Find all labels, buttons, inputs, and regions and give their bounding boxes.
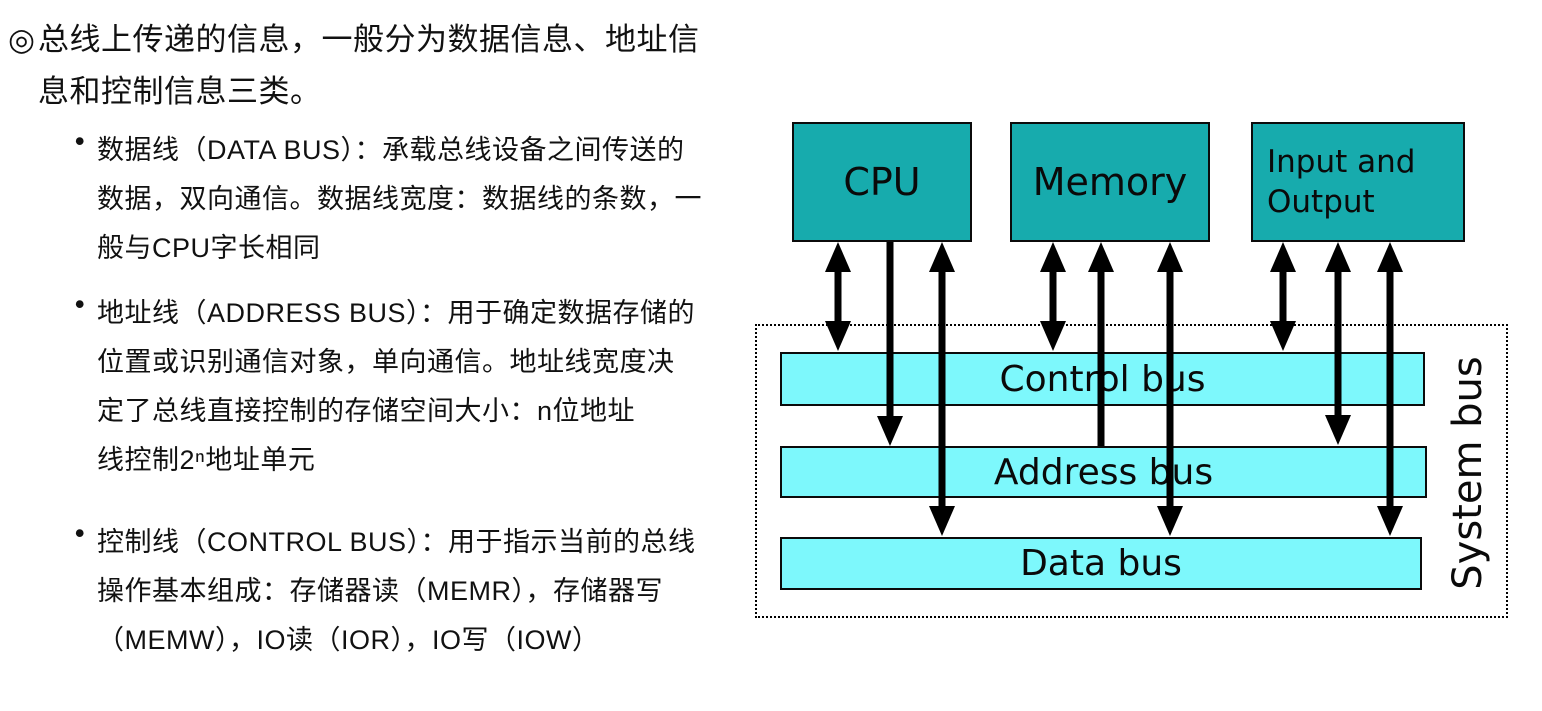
bullet-line: 地址线（ADDRESS BUS）：用于确定数据存储的 xyxy=(97,298,696,328)
address-bus-bar: Address bus xyxy=(780,446,1427,498)
bullet-data-bus: 数据线（DATA BUS）：承载总线设备之间传送的 数据，双向通信。数据线宽度：… xyxy=(97,126,757,273)
bullet-line: 操作基本组成：存储器读（MEMR），存储器写 xyxy=(97,576,663,606)
system-bus-label: System bus xyxy=(1445,356,1491,590)
bullet-line: 定了总线直接控制的存储空间大小：n位地址 xyxy=(97,396,636,426)
bullet-icon: • xyxy=(75,518,85,548)
memory-box: Memory xyxy=(1010,122,1210,242)
bullet-line: 位置或识别通信对象，单向通信。地址线宽度决 xyxy=(97,347,675,377)
bullet-icon: • xyxy=(75,289,85,319)
input-output-box: Input and Output xyxy=(1251,122,1465,242)
address-bus-label: Address bus xyxy=(993,451,1214,493)
control-bus-bar: Control bus xyxy=(780,352,1425,406)
slide-heading: ◎总线上传递的信息，一般分为数据信息、地址信 息和控制信息三类。 xyxy=(8,14,728,118)
input-output-label: Input and Output xyxy=(1267,144,1416,220)
heading-marker-icon: ◎ xyxy=(8,22,36,57)
bullet-control-bus: 控制线（CONTROL BUS）：用于指示当前的总线 操作基本组成：存储器读（M… xyxy=(97,518,757,665)
bullet-icon: • xyxy=(75,126,85,156)
heading-line-2: 息和控制信息三类。 xyxy=(38,74,322,109)
bullet-line: 数据线（DATA BUS）：承载总线设备之间传送的 xyxy=(97,135,685,165)
bullet-line: 线控制2ⁿ地址单元 xyxy=(97,445,316,475)
data-bus-label: Data bus xyxy=(1020,543,1182,584)
heading-line-1: ◎总线上传递的信息，一般分为数据信息、地址信 xyxy=(8,14,728,66)
cpu-label: CPU xyxy=(843,160,921,204)
data-bus-bar: Data bus xyxy=(780,537,1422,590)
bullet-line: 般与CPU字长相同 xyxy=(97,233,321,263)
system-bus-boundary xyxy=(755,324,1508,618)
bullet-line: 控制线（CONTROL BUS）：用于指示当前的总线 xyxy=(97,527,696,557)
bullet-line: （MEMW），IO读（IOR），IO写（IOW） xyxy=(97,625,600,655)
bullet-address-bus: 地址线（ADDRESS BUS）：用于确定数据存储的 位置或识别通信对象，单向通… xyxy=(97,289,757,485)
heading-text-1: 总线上传递的信息，一般分为数据信息、地址信 xyxy=(38,22,700,57)
cpu-box: CPU xyxy=(792,122,972,242)
memory-label: Memory xyxy=(1032,160,1188,204)
control-bus-label: Control bus xyxy=(999,358,1206,400)
bullet-line: 数据，双向通信。数据线宽度：数据线的条数，一 xyxy=(97,184,702,214)
